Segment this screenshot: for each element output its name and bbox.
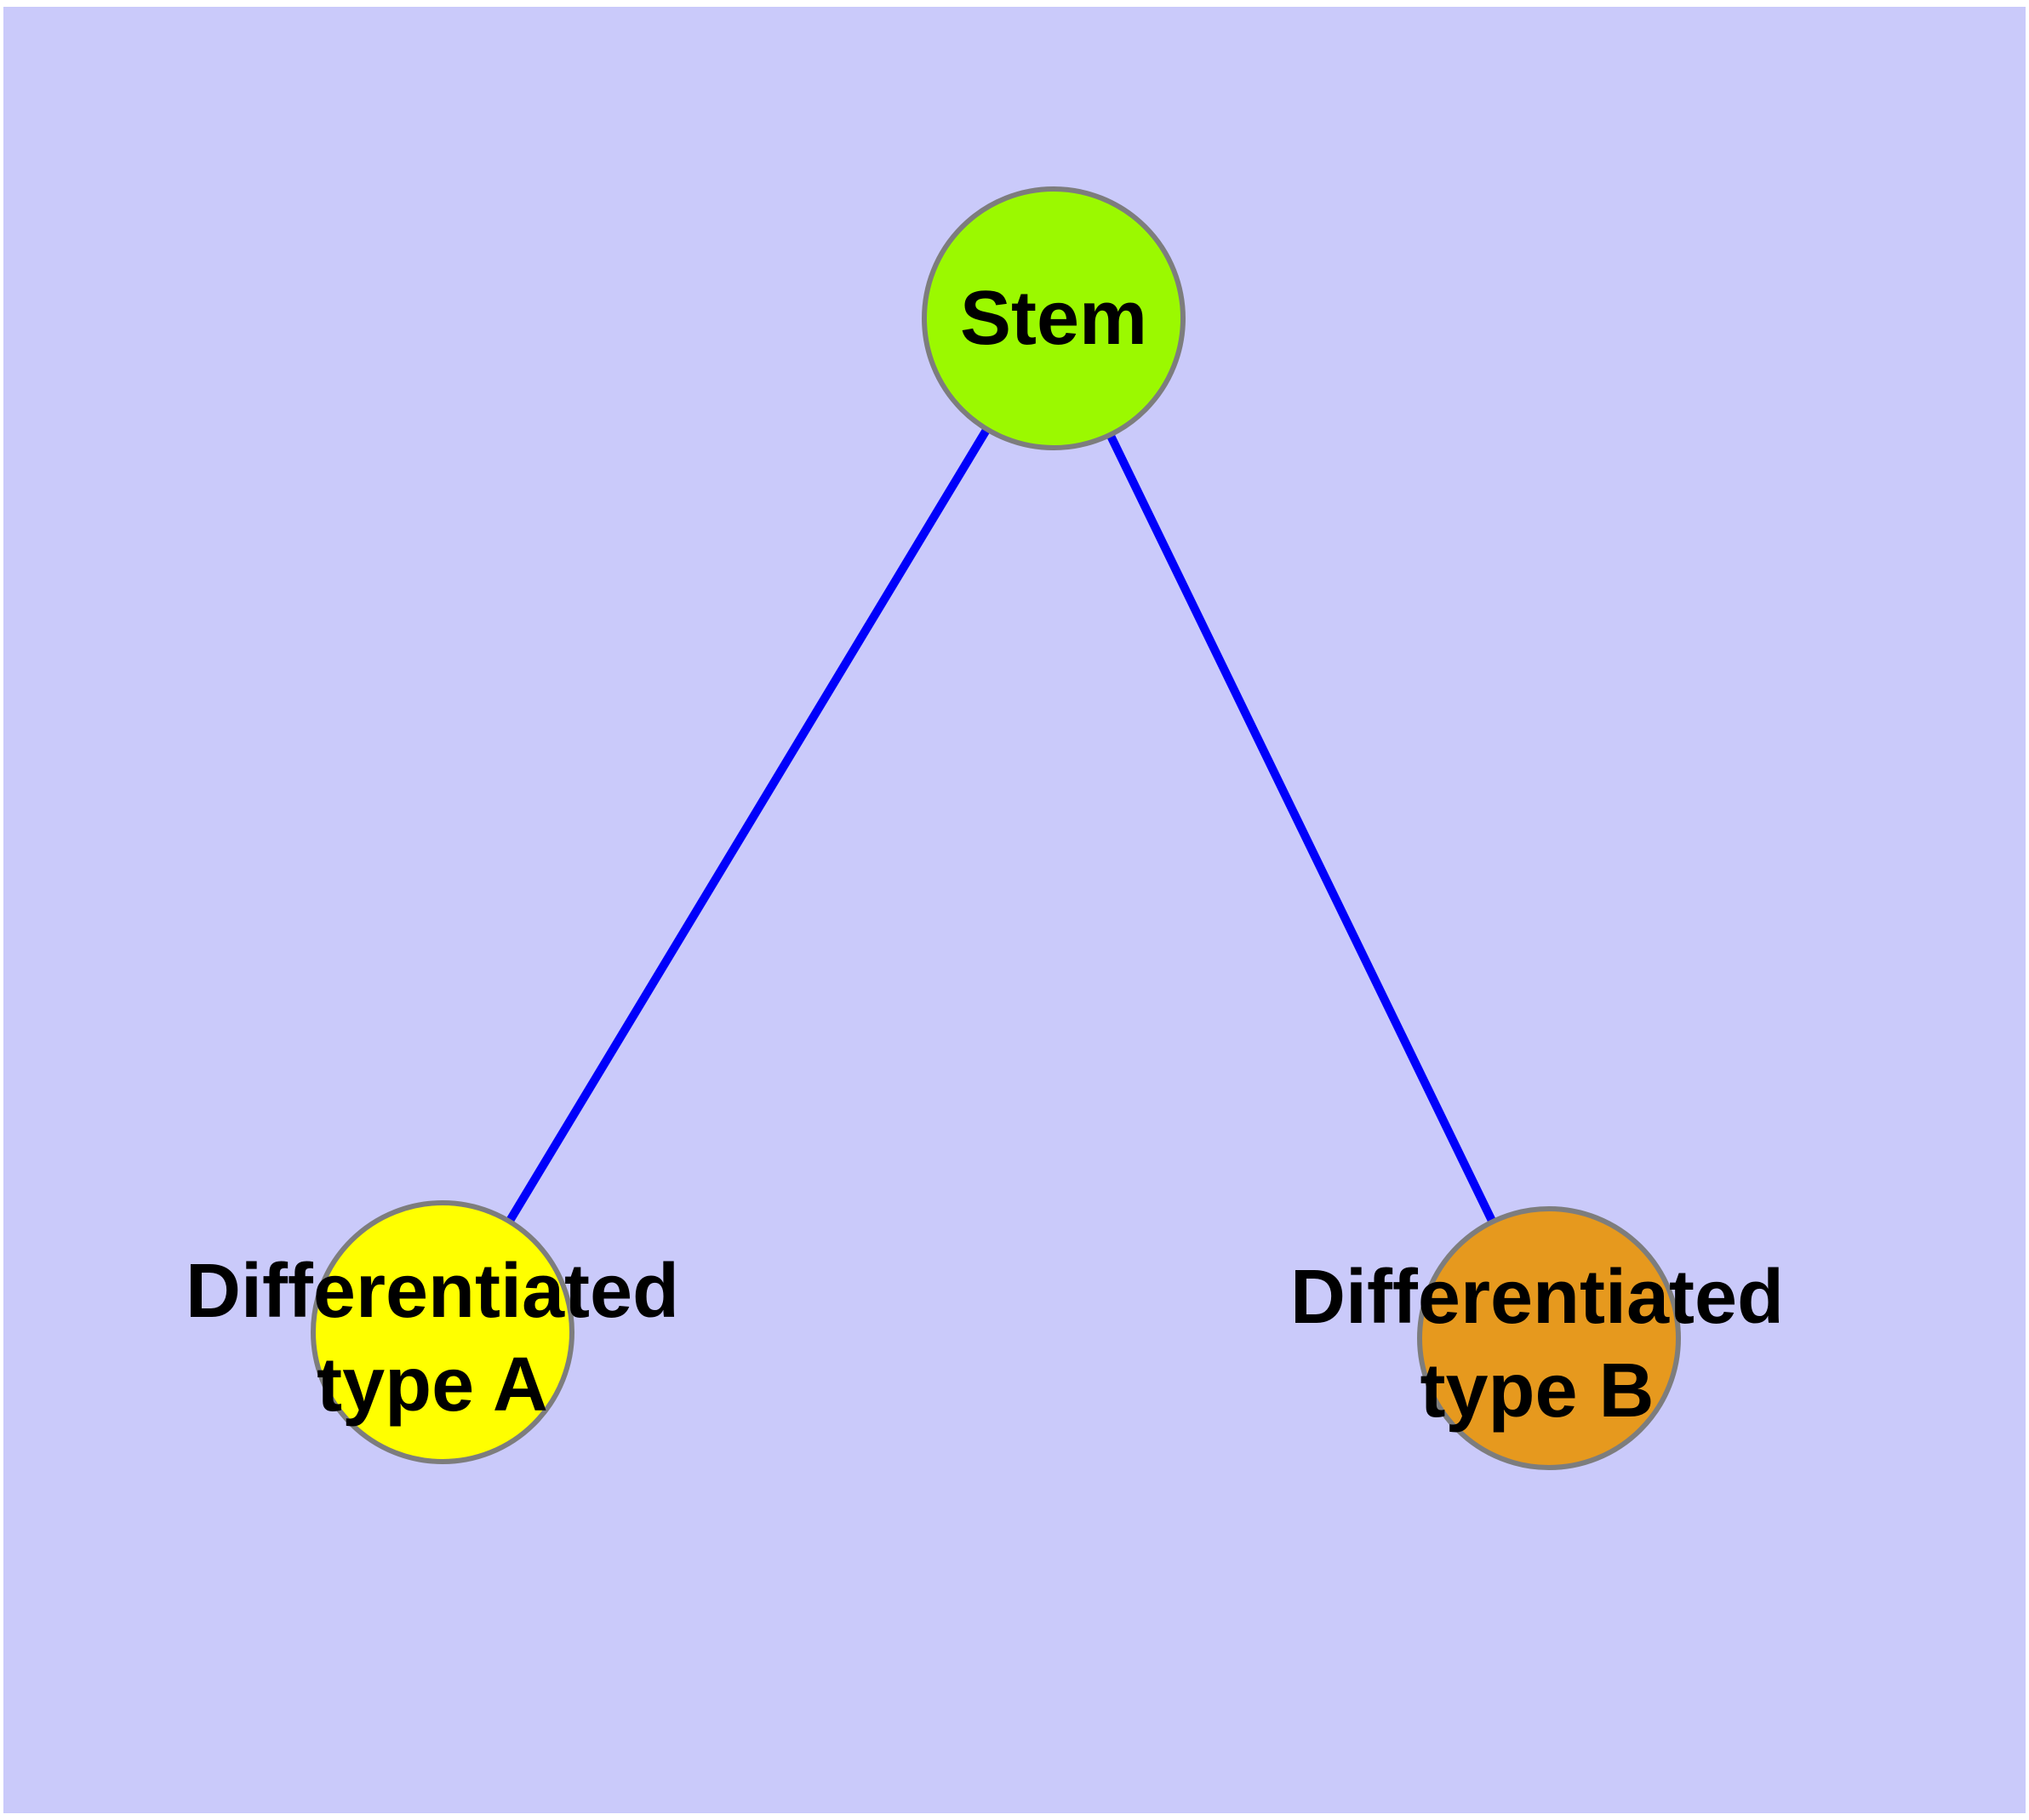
edge-stem-to-type-b [1049, 316, 1553, 1341]
node-label-type-b-line1: Differentiated [1290, 1255, 1784, 1340]
node-differentiated-type-b [1417, 1206, 1681, 1470]
label-layer: Stem Differentiated type A Differentiate… [186, 276, 1784, 1434]
edge-stem-to-type-a [438, 316, 1058, 1335]
edge-layer [438, 316, 1553, 1341]
node-label-stem: Stem [960, 276, 1147, 361]
node-layer [311, 186, 1681, 1470]
node-stem [922, 186, 1186, 450]
node-label-type-b-line2: type B [1420, 1348, 1654, 1434]
node-differentiated-type-a [311, 1200, 574, 1464]
node-label-type-a-line2: type A [317, 1342, 548, 1428]
node-label-type-a-line1: Differentiated [186, 1249, 679, 1334]
